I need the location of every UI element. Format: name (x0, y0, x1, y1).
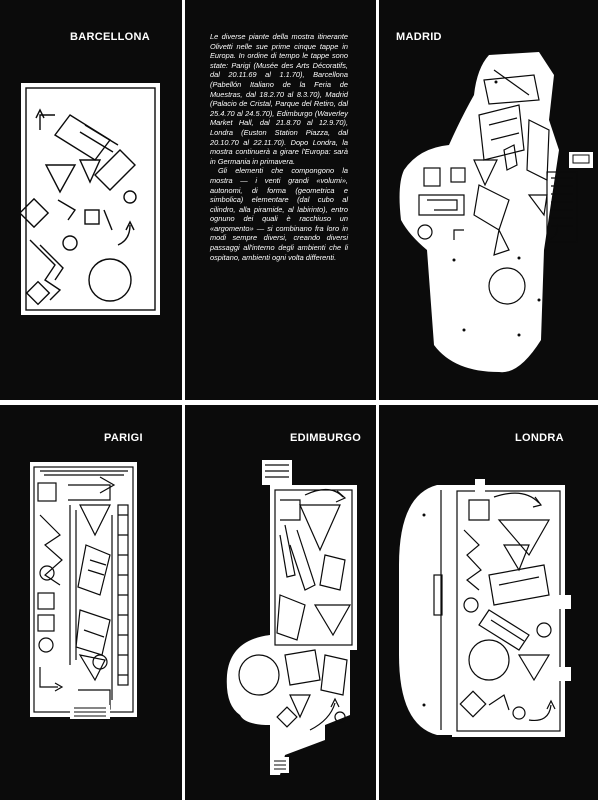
panel-caption: Le diverse piante della mostra itinerant… (185, 0, 376, 400)
panel-barcellona: BARCELLONA (0, 0, 182, 400)
caption-paragraph-2: Gli elementi che compongono la mostra — … (210, 166, 348, 262)
floor-plan-londra (399, 479, 571, 737)
city-title-edimburgo: EDIMBURGO (290, 432, 362, 444)
floor-plan-madrid (399, 52, 593, 373)
city-title-londra: LONDRA (515, 432, 564, 444)
floor-plan-parigi (30, 462, 137, 719)
floor-plan-barcellona (18, 83, 160, 315)
caption-paragraph-1: Le diverse piante della mostra itinerant… (210, 32, 348, 166)
panel-madrid: MADRID (379, 0, 598, 400)
city-title-madrid: MADRID (396, 31, 442, 43)
city-title-parigi: PARIGI (104, 432, 143, 444)
caption-text: Le diverse piante della mostra itinerant… (210, 32, 348, 262)
panel-londra: LONDRA (379, 405, 598, 800)
panel-parigi: PARIGI (0, 405, 182, 800)
city-title-barcellona: BARCELLONA (70, 31, 150, 43)
floor-plan-edimburgo (226, 460, 357, 775)
panel-edimburgo: EDIMBURGO (185, 405, 376, 800)
